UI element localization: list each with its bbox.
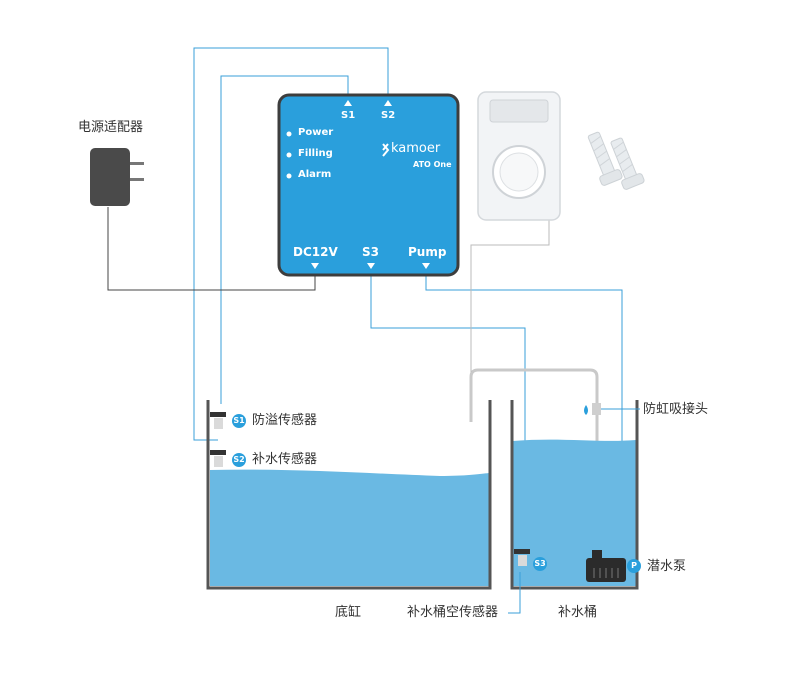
pump-badge: P bbox=[627, 559, 641, 573]
brand-name: kamoer bbox=[391, 141, 441, 156]
port-pump-label: Pump bbox=[408, 245, 447, 259]
mounting-clip bbox=[477, 91, 561, 221]
reservoir-water bbox=[513, 439, 636, 586]
adapter-label: 电源适配器 bbox=[78, 120, 144, 135]
siphon-label: 防虹吸接头 bbox=[643, 402, 709, 417]
model-name: ATO One bbox=[413, 160, 452, 169]
s1-badge: S1 bbox=[232, 414, 246, 428]
indicator-filling: Filling bbox=[298, 148, 333, 159]
s3-badge: S3 bbox=[533, 557, 547, 571]
s2-sensor-body bbox=[210, 450, 226, 467]
s2-badge: S2 bbox=[232, 453, 246, 467]
s2-sensor-label: 补水传感器 bbox=[252, 452, 318, 467]
kamoer-logo-mark bbox=[382, 143, 390, 157]
wire-s2 bbox=[193, 47, 389, 441]
s3-port-arrow bbox=[367, 263, 375, 269]
power-led bbox=[286, 131, 292, 137]
main-tank-water bbox=[210, 469, 489, 586]
reservoir-label: 补水桶 bbox=[558, 605, 598, 620]
pump-port-arrow bbox=[422, 263, 430, 269]
s1-sensor-body bbox=[210, 412, 226, 429]
alarm-led bbox=[286, 173, 292, 179]
s1-sensor-label: 防溢传感器 bbox=[252, 413, 318, 428]
feed-tube bbox=[469, 368, 599, 552]
port-s2-label: S2 bbox=[381, 110, 396, 121]
wire-s1 bbox=[220, 75, 349, 404]
reservoir-wall bbox=[510, 400, 639, 590]
s3-leader-line bbox=[508, 572, 521, 614]
main-tank-wall bbox=[206, 400, 492, 590]
wire-pump bbox=[425, 273, 623, 560]
port-s3-label: S3 bbox=[362, 245, 379, 259]
power-adapter bbox=[90, 148, 144, 206]
indicator-alarm: Alarm bbox=[298, 169, 332, 180]
submersible-pump bbox=[586, 550, 626, 582]
siphon-fitting bbox=[584, 403, 640, 415]
water-drop-icon bbox=[584, 405, 588, 415]
port-dc12v-label: DC12V bbox=[293, 245, 338, 259]
filling-led bbox=[286, 152, 292, 158]
pump-label: 潜水泵 bbox=[647, 559, 687, 574]
signal-wires bbox=[193, 47, 623, 560]
s3-sensor-label: 补水桶空传感器 bbox=[407, 605, 499, 620]
s2-port-arrow bbox=[384, 100, 392, 106]
port-s1-label: S1 bbox=[341, 110, 356, 121]
s3-sensor-body bbox=[514, 549, 530, 566]
clip-connector bbox=[470, 215, 550, 372]
dc12v-port-arrow bbox=[311, 263, 319, 269]
controller-box bbox=[277, 93, 460, 277]
power-cable bbox=[107, 207, 316, 291]
indicator-power: Power bbox=[298, 127, 334, 138]
s1-port-arrow bbox=[344, 100, 352, 106]
main-tank-label: 底缸 bbox=[335, 605, 362, 620]
screws bbox=[587, 131, 645, 190]
